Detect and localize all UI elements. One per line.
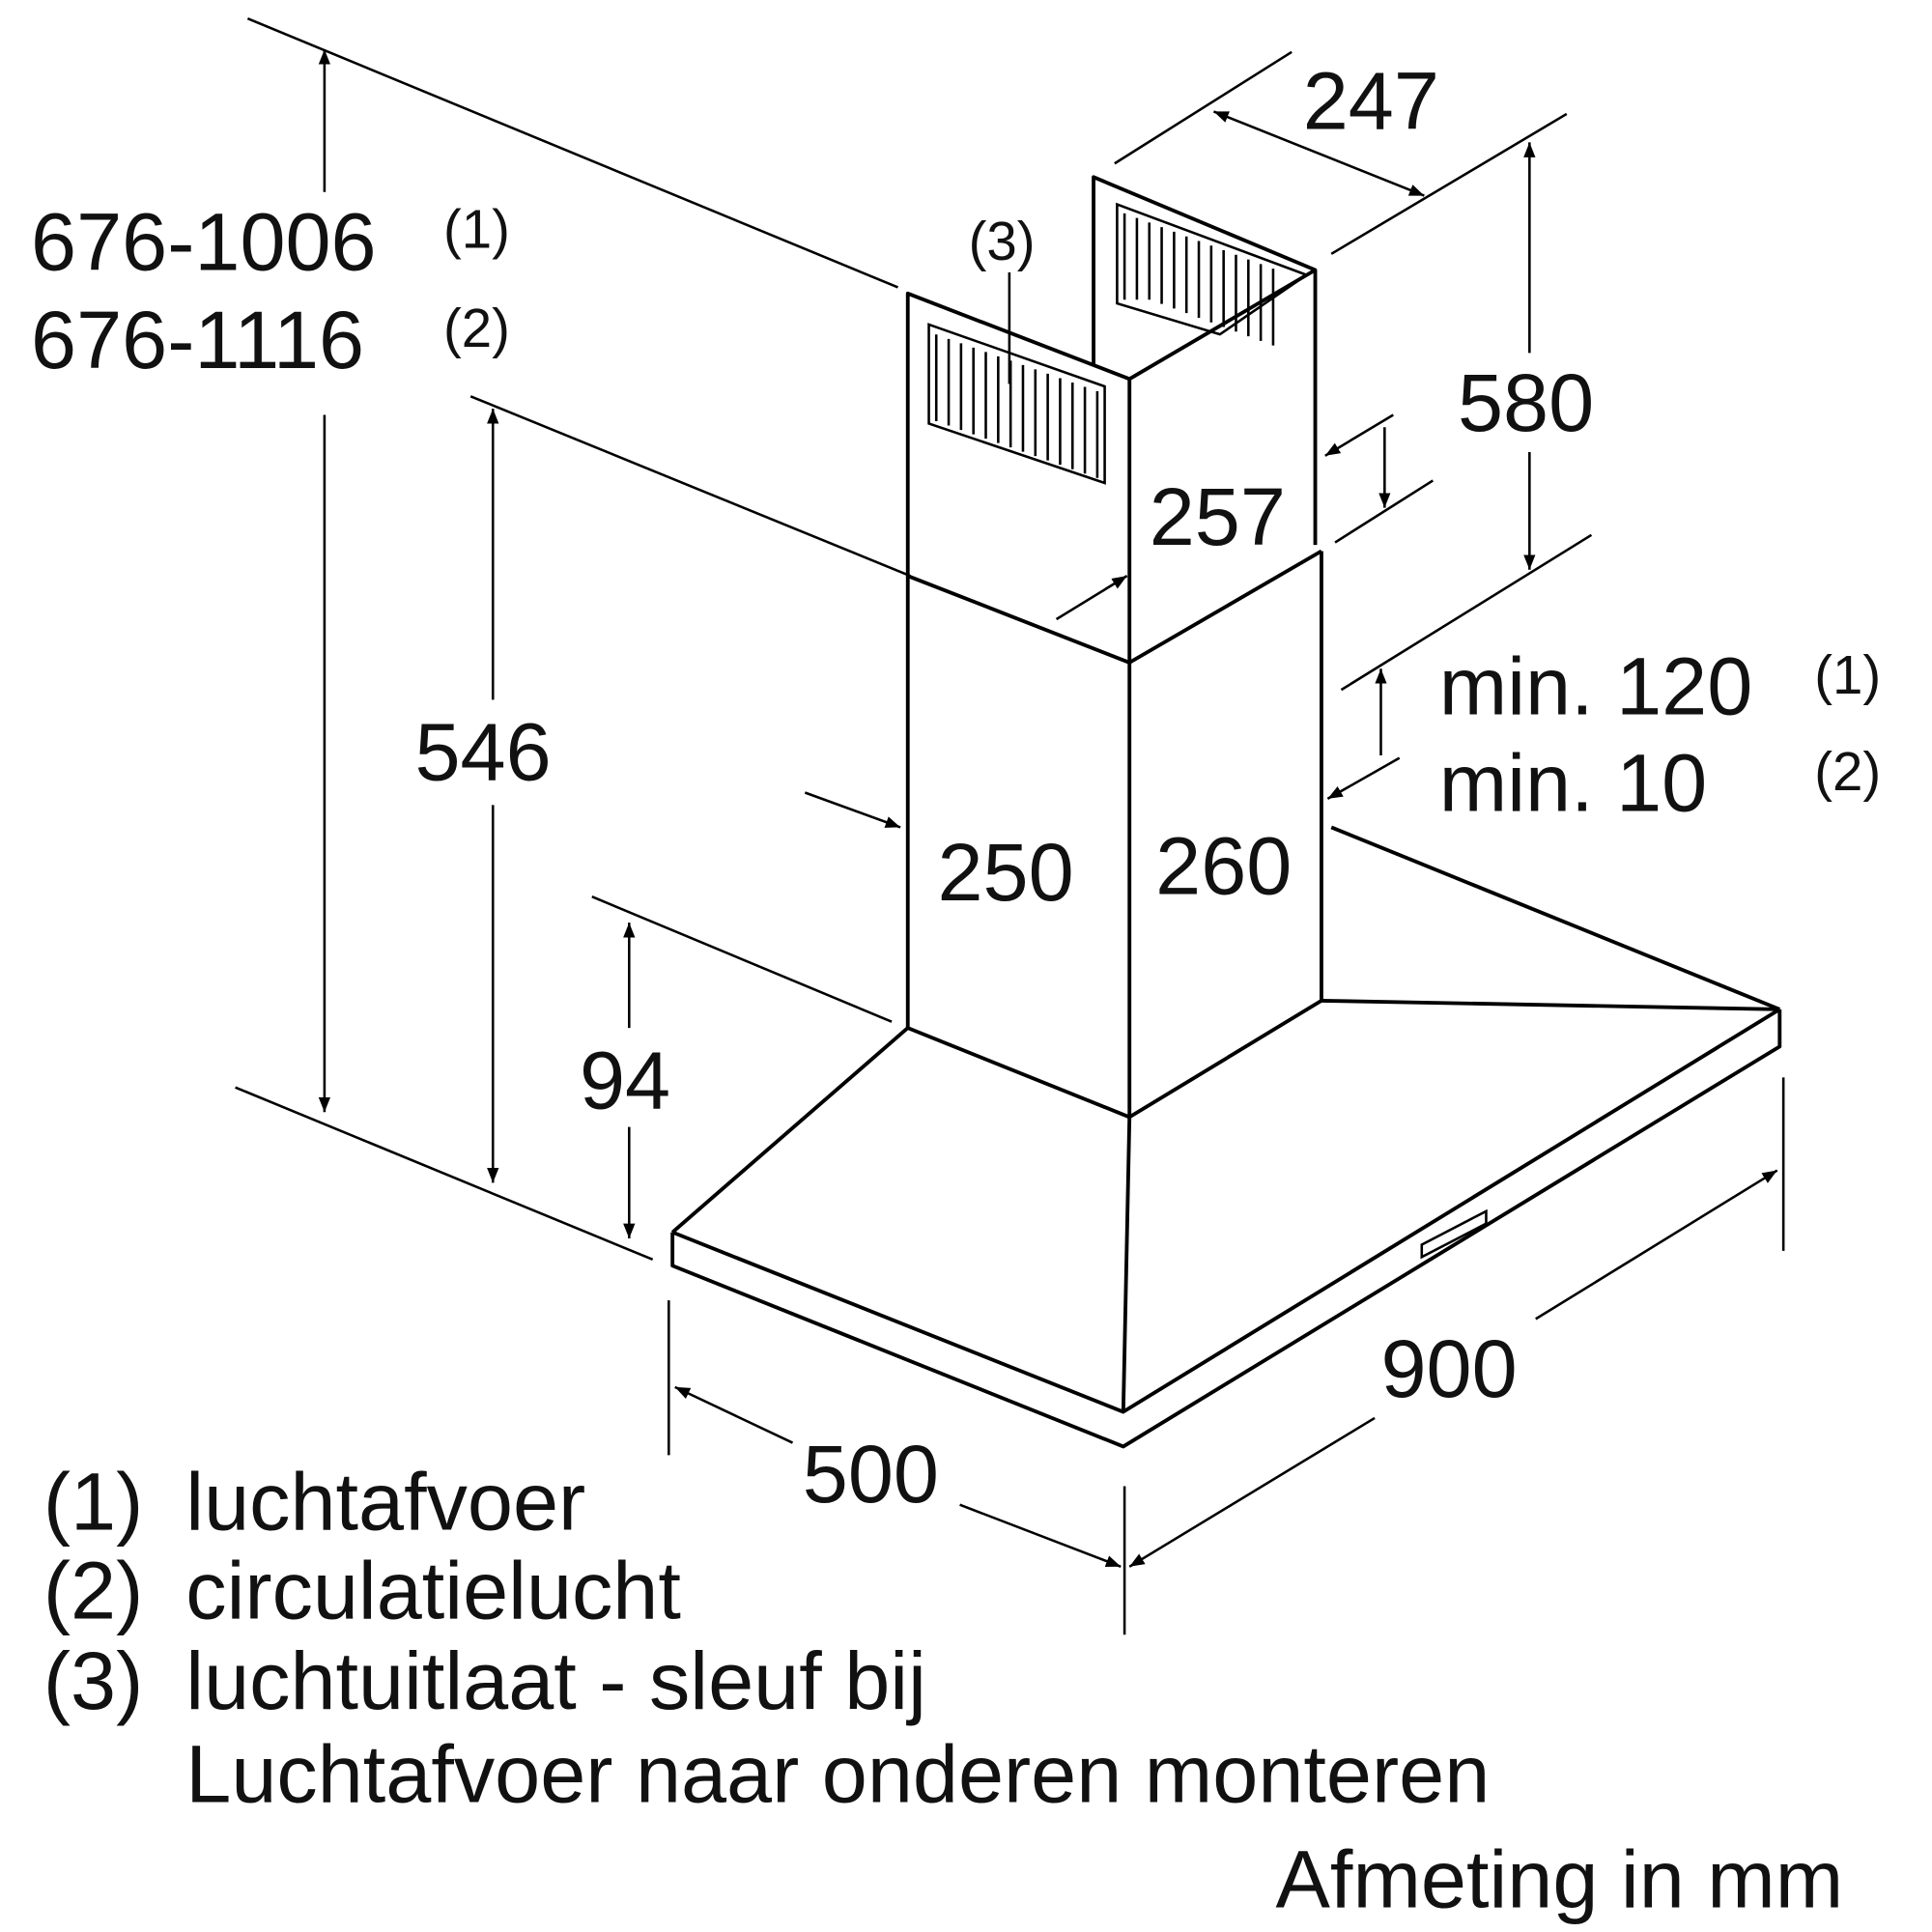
total-height-2: 676-1116	[31, 294, 364, 385]
hood-canopy	[670, 825, 1782, 1449]
total-height-1: 676-1006	[31, 195, 377, 287]
dim-500: 500	[803, 1428, 939, 1520]
min-gap-2-ref: (2)	[1814, 741, 1881, 802]
legend-text: circulatielucht	[185, 1545, 681, 1636]
legend-key: (2)	[43, 1545, 143, 1636]
min-gap-1-ref: (1)	[1814, 644, 1881, 705]
legend-text: luchtafvoer	[185, 1455, 585, 1547]
upper-chimney	[905, 175, 1318, 1029]
dim-546: 546	[414, 706, 551, 798]
vent-grille-left	[927, 323, 1106, 485]
legend-key: (1)	[43, 1455, 143, 1547]
ref-2: (2)	[443, 298, 510, 358]
control-panel	[1420, 1208, 1488, 1260]
legend-key: (3)	[43, 1634, 143, 1726]
dim-580: 580	[1458, 356, 1594, 448]
min-gap-1: min. 120	[1439, 640, 1753, 732]
callout-3: (3)	[969, 211, 1036, 271]
dim-257: 257	[1150, 470, 1286, 562]
labels: 676-1006 (1) 676-1116 (2) (3) 247 580 25…	[31, 54, 1881, 1520]
legend-text: Luchtafvoer naar onderen monteren	[185, 1727, 1490, 1819]
dim-247: 247	[1303, 54, 1439, 146]
dim-94: 94	[580, 1034, 670, 1125]
dim-250: 250	[938, 826, 1074, 918]
vent-grille-right	[1116, 202, 1310, 336]
ref-1: (1)	[443, 198, 510, 259]
lower-chimney	[907, 549, 1323, 1120]
dim-260: 260	[1155, 820, 1292, 912]
unit-note: Afmeting in mm	[1276, 1833, 1844, 1924]
extension-lines	[235, 17, 1785, 1635]
dimension-arrows	[318, 49, 1778, 1568]
legend: (1) luchtafvoer (2) circulatielucht (3) …	[43, 1455, 1843, 1924]
min-gap-2: min. 10	[1439, 737, 1707, 829]
legend-text: luchtuitlaat - sleuf bij	[185, 1634, 926, 1726]
dim-900: 900	[1380, 1322, 1517, 1414]
